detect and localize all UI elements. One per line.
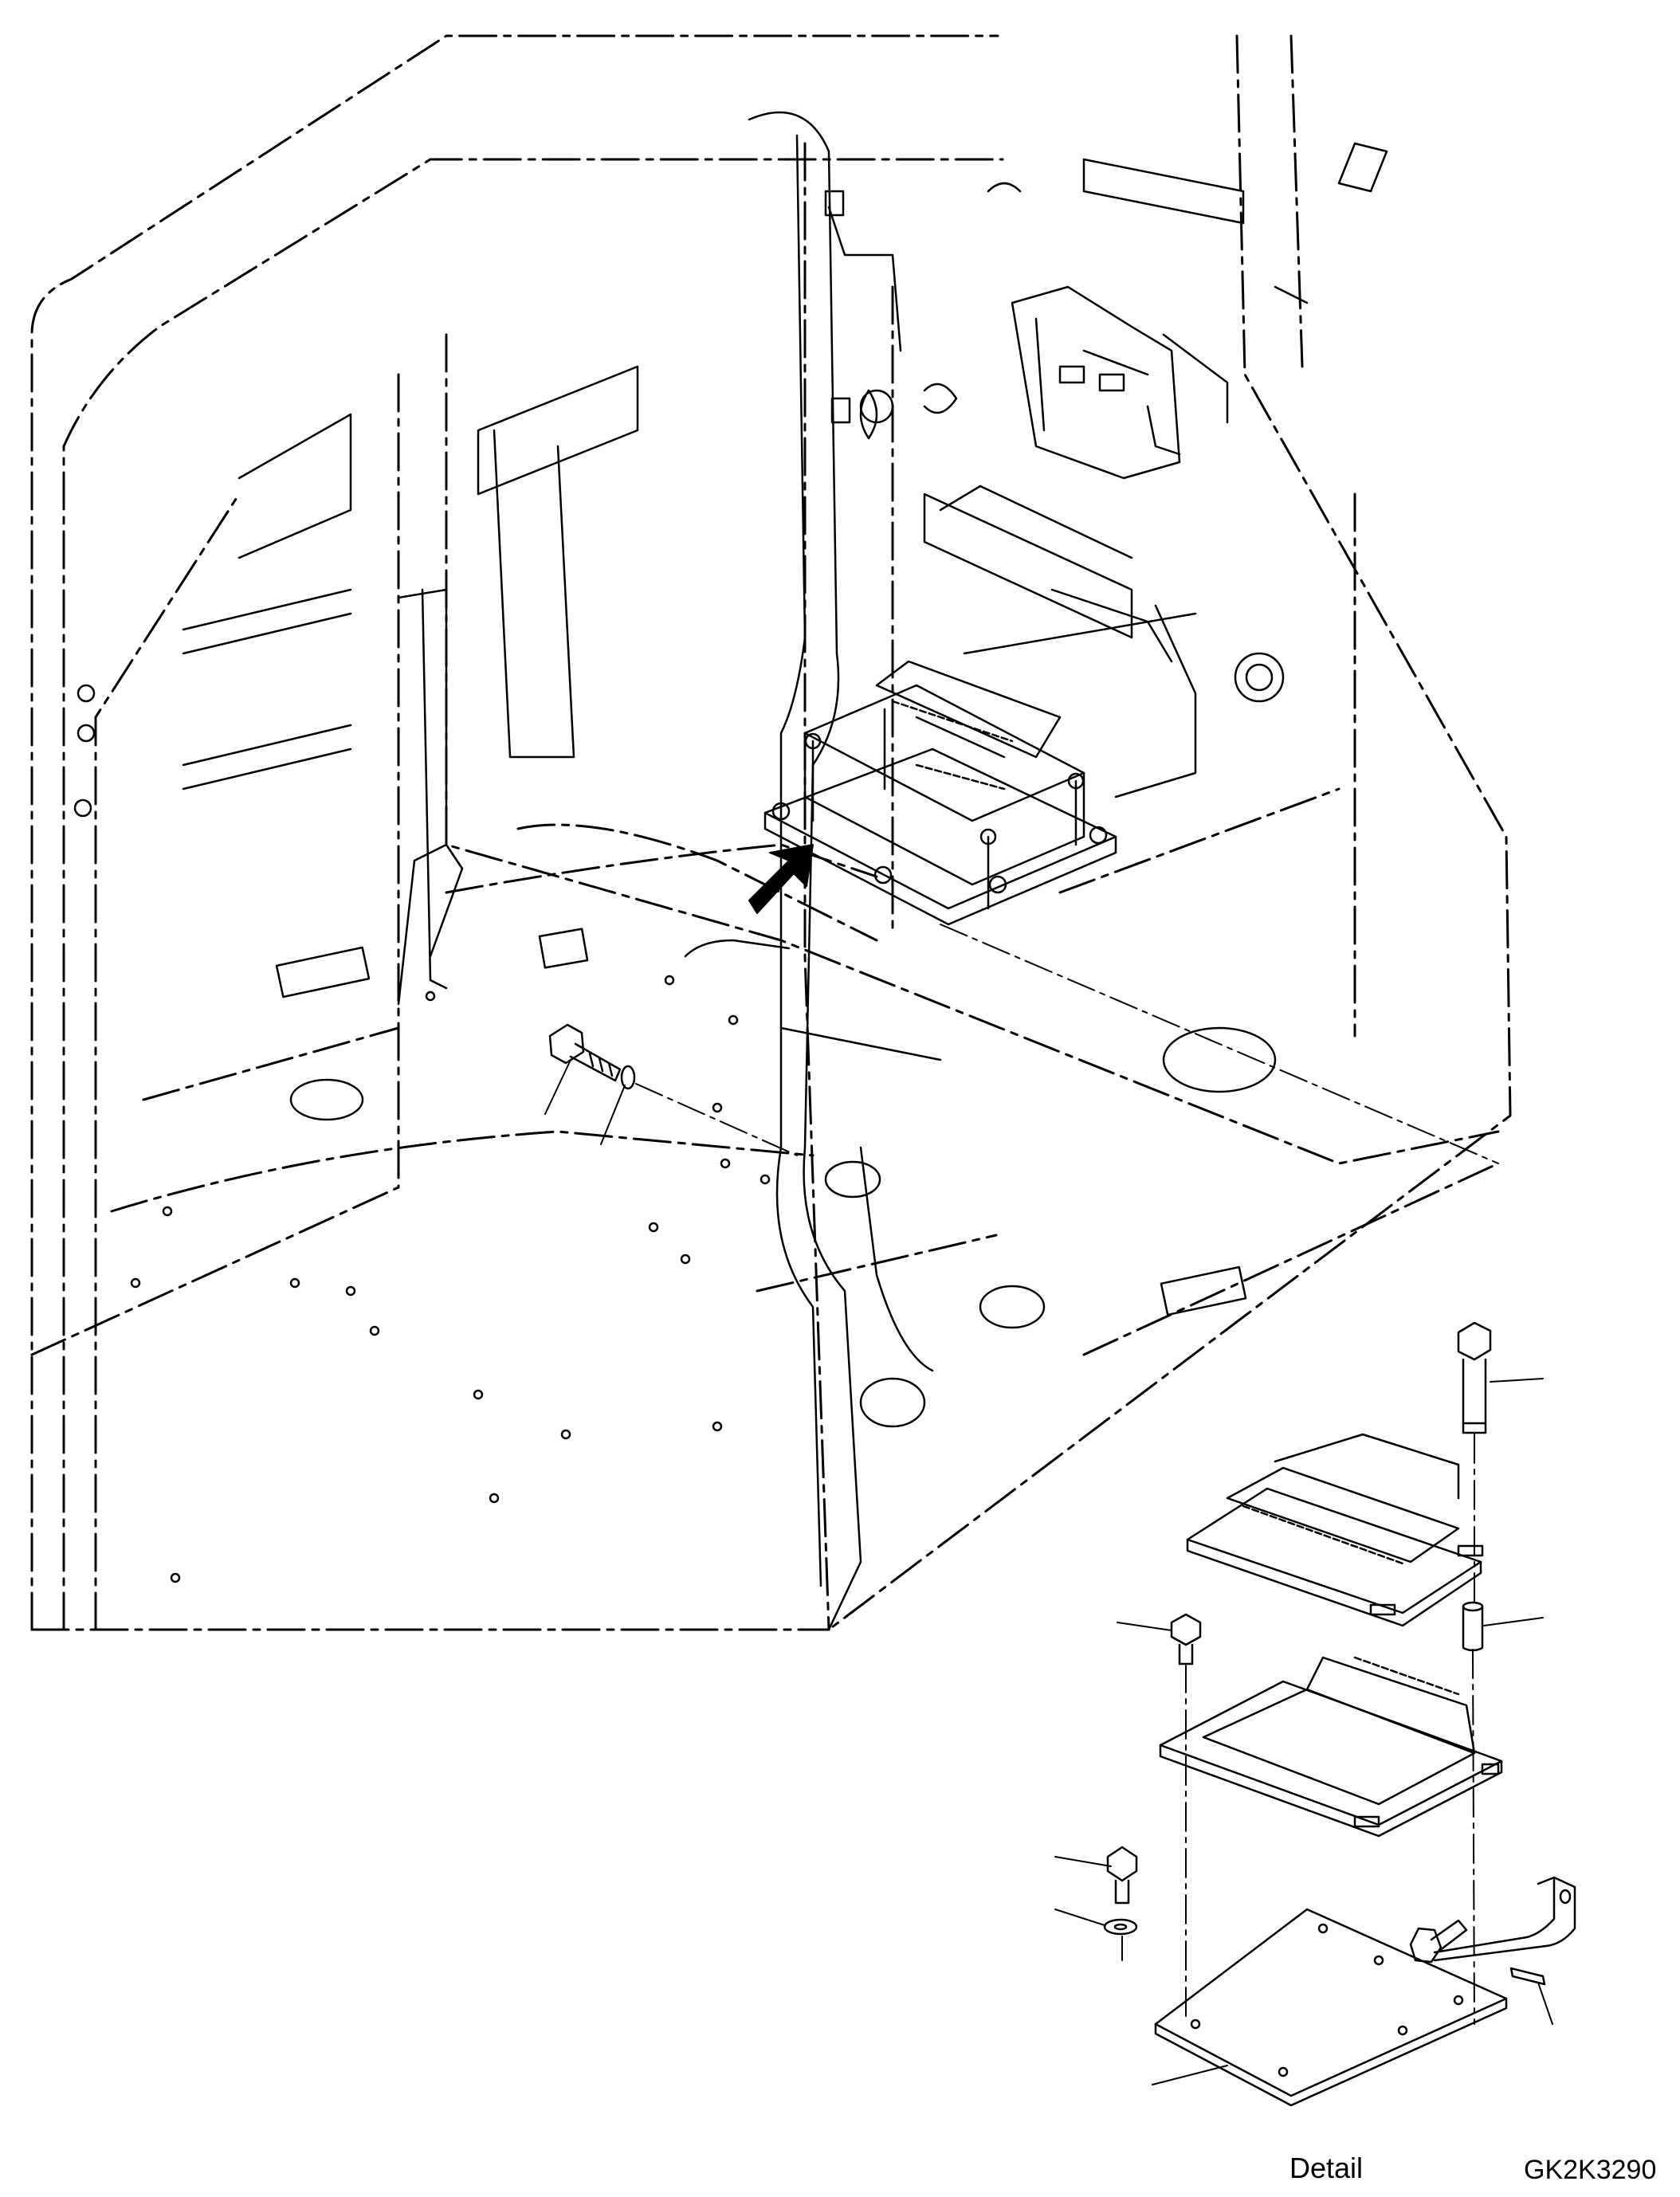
- detail-side-bolt-icon: [1409, 1919, 1468, 1964]
- detail-clip-icon: [1509, 1967, 1546, 1986]
- floor-contour: [110, 843, 1500, 1356]
- detail-ecu-upper-icon: [1186, 1433, 1484, 1627]
- detail-washer-icon: [1103, 1918, 1138, 1936]
- detail-spacer-icon: [1462, 1601, 1484, 1652]
- cab-pillar-left: [73, 588, 464, 1006]
- detail-ecu-lower-icon: [1159, 1656, 1503, 1838]
- detail-alignment-lines: [635, 924, 1499, 2025]
- floor-leader-lines: [544, 1059, 626, 1145]
- locator-arrow-icon: [748, 844, 814, 914]
- detail-leader-washer: [1054, 1909, 1105, 1926]
- detail-long-bolt-icon: [1457, 1321, 1492, 1434]
- figure-code: GK2K3290: [1524, 2155, 1657, 2185]
- detail-leader-mount-plate: [1152, 2065, 1228, 2085]
- controller-assembly-installed: [763, 660, 1117, 926]
- detail-leader-bolt-upper: [1117, 1622, 1172, 1631]
- detail-leader-clip: [1537, 1982, 1553, 2025]
- rear-wall-equipment: [859, 142, 1388, 798]
- detail-bolt-lower-icon: [1106, 1846, 1138, 1905]
- detail-leader-spacer: [1483, 1617, 1544, 1626]
- detail-leader-bolt-lower: [1054, 1856, 1112, 1867]
- floor-washer-icon: [620, 1065, 636, 1090]
- detail-view-label: Detail: [1289, 2152, 1364, 2184]
- cab-pillar-rear: [748, 111, 934, 1631]
- detail-bolt-upper-icon: [1170, 1613, 1202, 1665]
- floor-bolt-icon: [548, 1023, 622, 1082]
- detail-bracket-icon: [1433, 1876, 1576, 1962]
- detail-leader-long-bolt: [1490, 1378, 1544, 1383]
- detail-mount-plate-icon: [1154, 1908, 1508, 2107]
- side-panel-left: [182, 365, 639, 791]
- floor-features: [130, 928, 1277, 1583]
